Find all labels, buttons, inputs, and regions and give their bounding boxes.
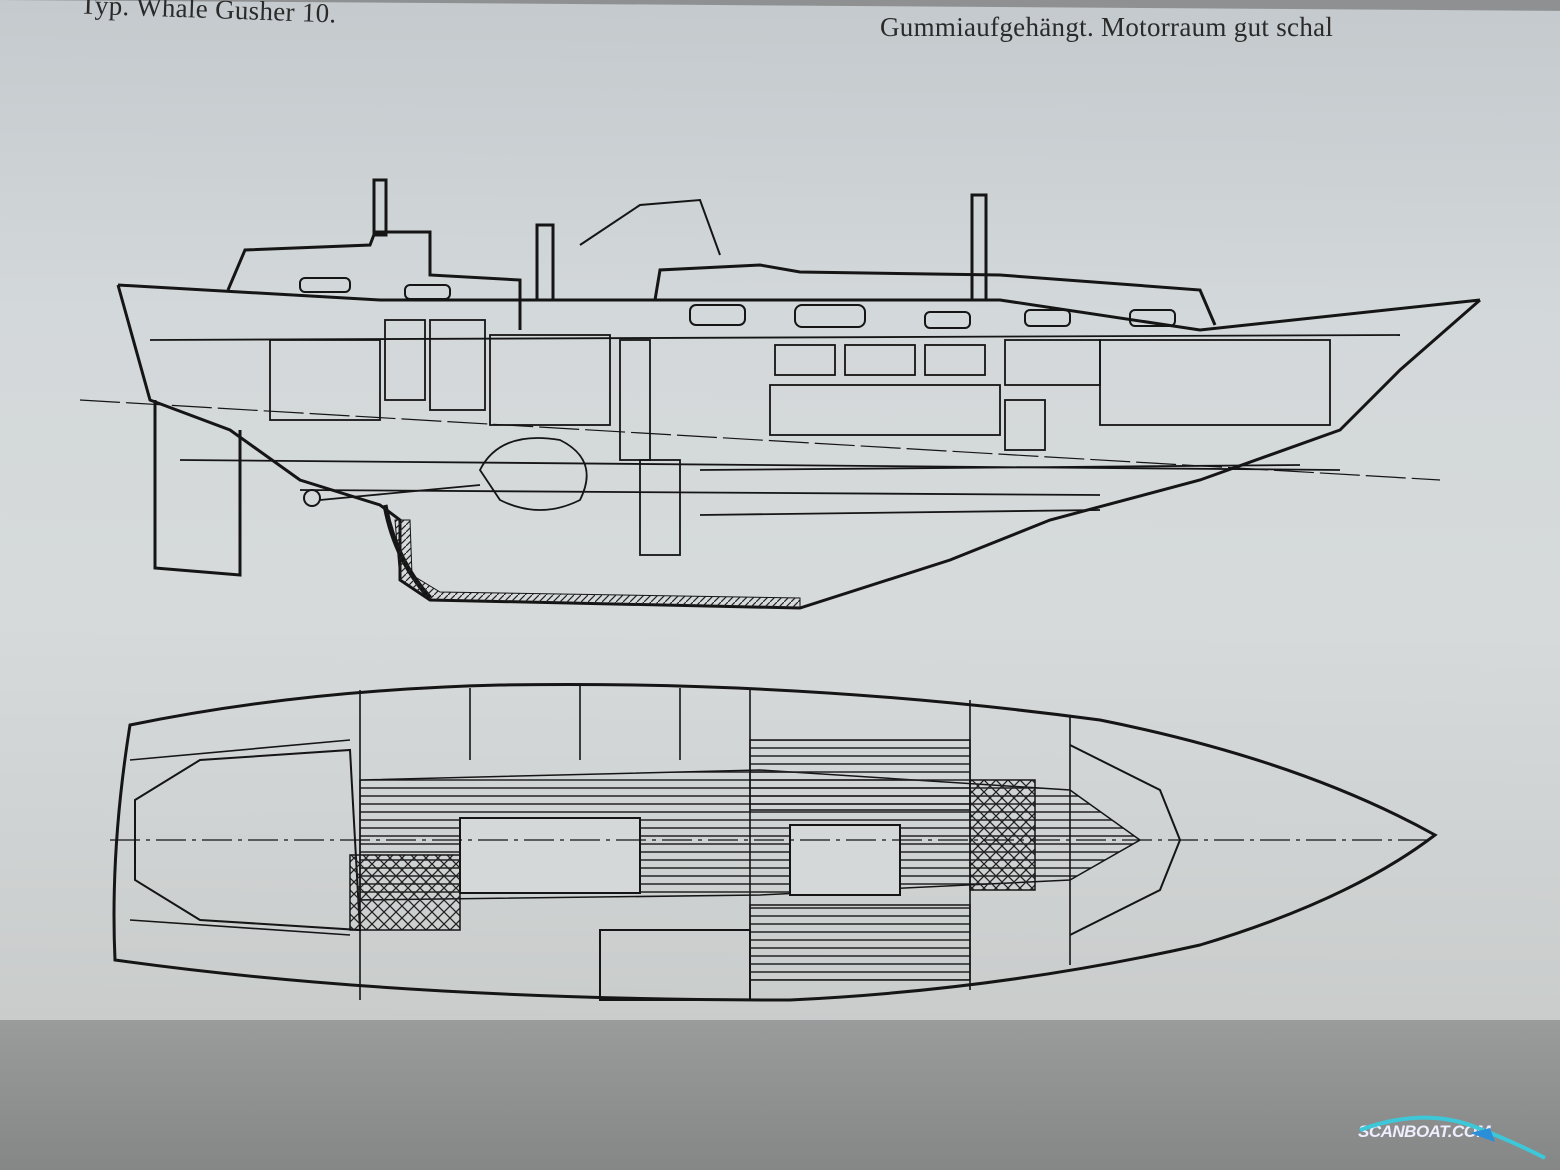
berth-stbd — [749, 904, 971, 981]
background-surface — [0, 1020, 1560, 1170]
hull-outline — [116, 284, 1481, 610]
propeller — [303, 489, 321, 507]
mast — [970, 193, 988, 302]
portlights — [299, 277, 1176, 329]
berth-port — [749, 739, 971, 811]
exhaust-stack — [372, 178, 388, 237]
interior-lines — [79, 319, 1441, 556]
skeg-fill — [394, 519, 801, 609]
head-fwd — [969, 779, 1036, 891]
cabin-main — [653, 263, 1217, 326]
hull-plan-outline — [112, 682, 1438, 1002]
sprayhood — [579, 198, 721, 256]
settee — [789, 824, 901, 896]
rudder — [153, 400, 242, 577]
galley — [599, 929, 751, 1001]
head-aft — [349, 854, 461, 931]
profile-view — [79, 178, 1481, 610]
cabin-aft — [226, 230, 522, 330]
plan-bulkheads — [129, 686, 1071, 1000]
deck-line — [117, 283, 1481, 332]
saloon-table — [459, 817, 641, 894]
caption-right: Gummiaufgehängt. Motorraum gut schal — [880, 12, 1334, 42]
vent — [535, 223, 555, 302]
plan-view — [110, 682, 1438, 1002]
scanboat-watermark: SCANBOAT.COM — [1358, 1122, 1491, 1141]
